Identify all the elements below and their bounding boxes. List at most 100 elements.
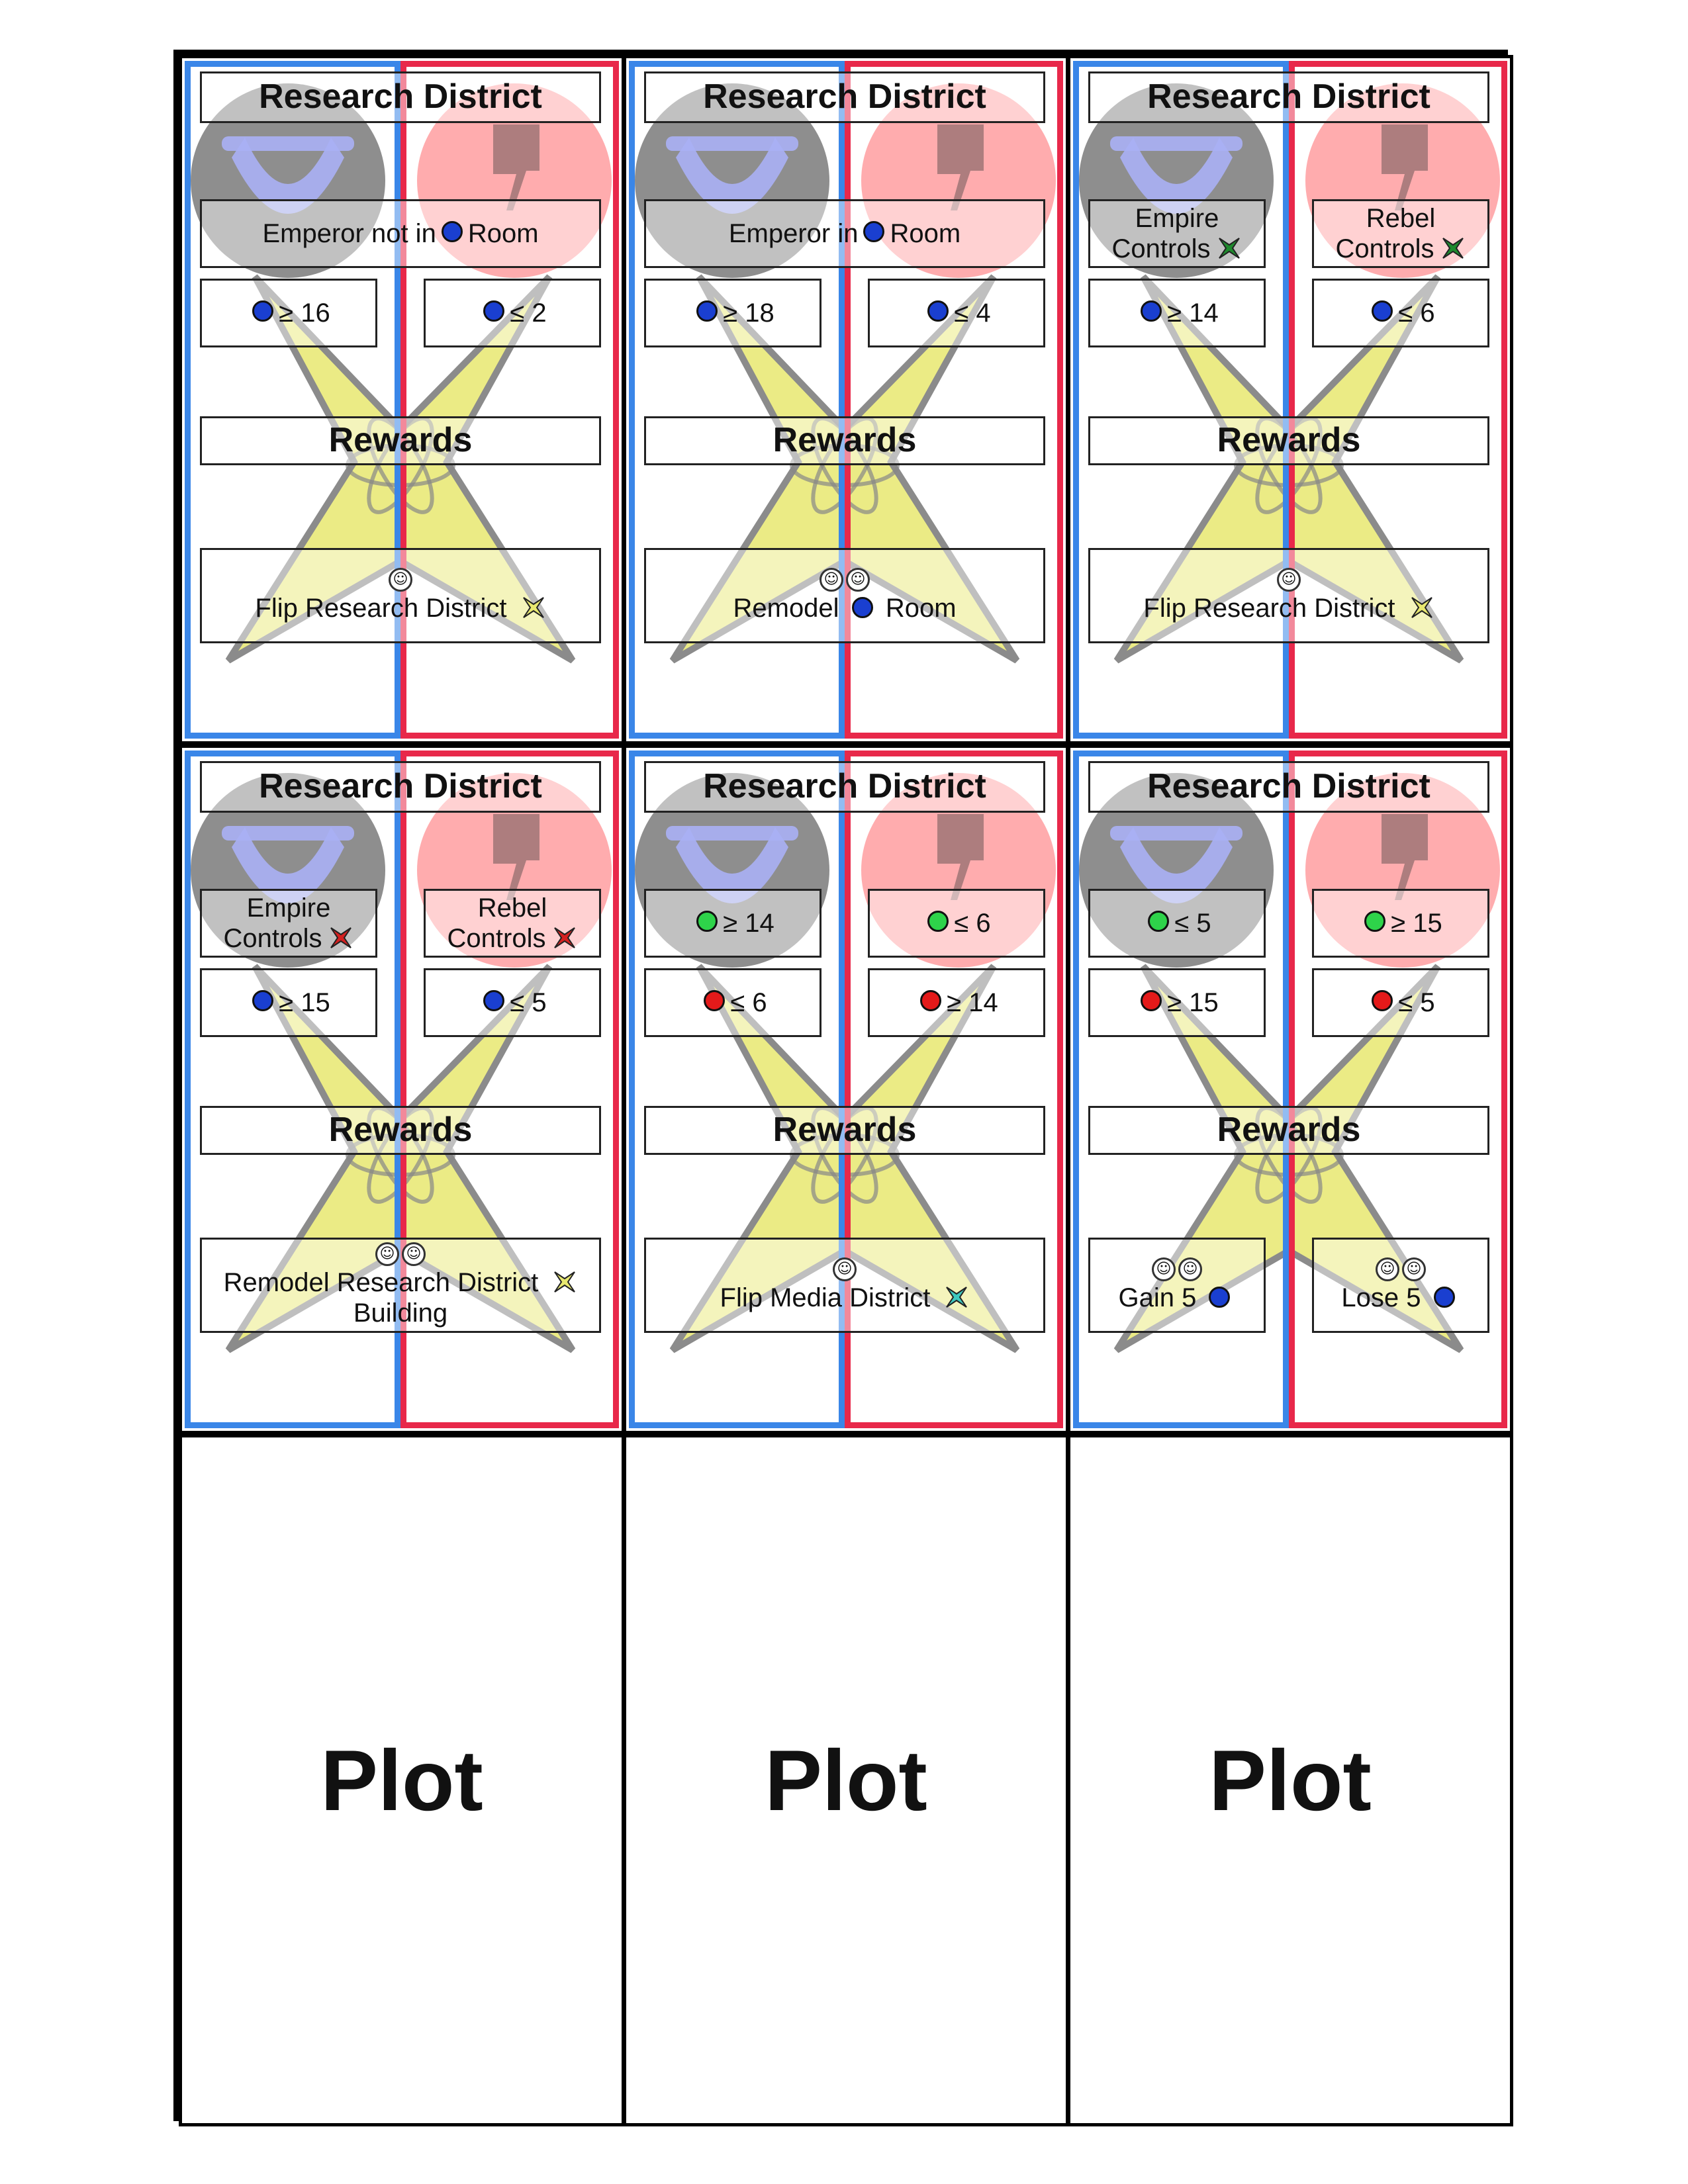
- card-title: Research District: [200, 761, 601, 813]
- rebel-requirement: ≤ 6: [1312, 279, 1489, 347]
- eye-resource-icon: [851, 597, 873, 619]
- money-resource-icon: [1364, 911, 1386, 932]
- mission-card-3[interactable]: Research District Empire Controls Rebel …: [1067, 55, 1513, 745]
- agent-icon: ☺: [1178, 1257, 1202, 1281]
- eye-resource-icon: [863, 221, 885, 242]
- empire-half: [1073, 61, 1289, 739]
- plot-label: Plot: [320, 1732, 483, 1829]
- agent-icon: ☺: [388, 568, 412, 592]
- requirement-value: ≥ 14: [947, 988, 998, 1017]
- requirement-value: ≥ 15: [279, 988, 330, 1017]
- gun-resource-icon: [920, 990, 942, 1011]
- condition-line: Rebel: [477, 893, 547, 923]
- agent-icon: ☺: [401, 1242, 426, 1266]
- condition-line: Rebel: [1366, 204, 1436, 233]
- mission-card-1[interactable]: Research District Emperor not in Room ≥ …: [179, 55, 625, 745]
- gun-resource-icon: [1372, 990, 1393, 1011]
- rebel-half: [400, 61, 619, 739]
- card-title: Research District: [644, 71, 1045, 123]
- red-district-token-icon: [330, 927, 352, 949]
- condition-line: Empire: [246, 893, 331, 923]
- eye-resource-icon: [927, 300, 949, 322]
- green-district-token-icon: [1442, 238, 1464, 259]
- requirement-value: ≤ 2: [510, 298, 547, 328]
- reward-text-line2: Building: [353, 1298, 448, 1328]
- rewards-header: Rewards: [1088, 1106, 1489, 1155]
- requirement-value: ≥ 18: [723, 298, 774, 328]
- requirement-value: ≥ 15: [1167, 988, 1219, 1017]
- card-title: Research District: [644, 761, 1045, 813]
- rebel-requirement: ≤ 4: [868, 279, 1045, 347]
- condition-line: Controls: [447, 924, 546, 953]
- agent-icon: ☺: [1151, 1257, 1176, 1281]
- requirement-value: ≤ 6: [730, 988, 767, 1017]
- empire-half: [629, 751, 845, 1428]
- research-district-token-icon: [522, 597, 544, 619]
- reward-suffix: Room: [885, 594, 957, 623]
- requirement-value: ≥ 14: [1167, 298, 1219, 328]
- eye-resource-icon: [483, 300, 505, 322]
- condition-line: Controls: [1111, 234, 1211, 263]
- empire-requirement: ≤ 6: [644, 968, 821, 1037]
- condition-value: ≤ 5: [1174, 909, 1211, 938]
- green-district-token-icon: [1219, 238, 1241, 259]
- card-sheet: Research District Emperor not in Room ≥ …: [173, 50, 1513, 2126]
- reward-text: Remodel Research District: [223, 1268, 539, 1297]
- requirement-value: ≤ 5: [510, 988, 547, 1017]
- mission-card-5[interactable]: Research District ≥ 14 ≤ 6 ≤ 6 ≥ 14 Rewa…: [623, 745, 1069, 1434]
- plot-card-3[interactable]: Plot: [1067, 1434, 1513, 2126]
- eye-resource-icon: [1141, 300, 1162, 322]
- rewards-header: Rewards: [644, 1106, 1045, 1155]
- condition-box: Emperor not in Room: [200, 199, 601, 268]
- eye-resource-icon: [696, 300, 718, 322]
- plot-card-1[interactable]: Plot: [179, 1434, 625, 2126]
- condition-box: Emperor in Room: [644, 199, 1045, 268]
- requirement-value: ≥ 16: [279, 298, 330, 328]
- condition-text: Emperor not in: [262, 219, 436, 248]
- rebel-condition: ≥ 15: [1312, 889, 1489, 958]
- rewards-header: Rewards: [200, 1106, 601, 1155]
- reward-box: ☺ Flip Research District: [1088, 548, 1489, 643]
- mission-card-6[interactable]: Research District ≤ 5 ≥ 15 ≥ 15 ≤ 5 Rewa…: [1067, 745, 1513, 1434]
- research-district-token-icon: [1411, 597, 1432, 619]
- media-district-token-icon: [946, 1287, 968, 1308]
- reward-text: Gain 5: [1118, 1283, 1197, 1312]
- agent-icon: ☺: [1276, 568, 1301, 592]
- reward-text: Flip Media District: [720, 1283, 931, 1312]
- mission-card-4[interactable]: Research District Empire Controls Rebel …: [179, 745, 625, 1434]
- empire-condition: ≤ 5: [1088, 889, 1266, 958]
- condition-line: Empire: [1135, 204, 1219, 233]
- rewards-header: Rewards: [200, 416, 601, 465]
- rewards-header: Rewards: [1088, 416, 1489, 465]
- rebel-requirement: ≤ 5: [1312, 968, 1489, 1037]
- mission-card-2[interactable]: Research District Emperor in Room ≥ 18 ≤…: [623, 55, 1069, 745]
- rebel-half: [845, 751, 1063, 1428]
- rebel-half: [400, 751, 619, 1428]
- rebel-condition: Rebel Controls: [424, 889, 601, 958]
- eye-resource-icon: [1433, 1287, 1455, 1308]
- condition-suffix: Room: [890, 219, 961, 248]
- rebel-requirement: ≥ 14: [868, 968, 1045, 1037]
- plot-label: Plot: [765, 1732, 927, 1829]
- rebel-requirement: ≤ 2: [424, 279, 601, 347]
- requirement-value: ≤ 6: [1398, 298, 1435, 328]
- research-district-token-icon: [554, 1271, 576, 1293]
- agent-icon: ☺: [1375, 1257, 1399, 1281]
- rebel-half: [1289, 751, 1507, 1428]
- card-title: Research District: [1088, 71, 1489, 123]
- rebel-condition: Rebel Controls: [1312, 199, 1489, 268]
- condition-line: Controls: [223, 924, 322, 953]
- reward-box: ☺ ☺ Remodel Research District Building: [200, 1238, 601, 1333]
- plot-card-2[interactable]: Plot: [623, 1434, 1069, 2126]
- card-title: Research District: [200, 71, 601, 123]
- eye-resource-icon: [252, 990, 274, 1011]
- reward-text: Lose 5: [1341, 1283, 1421, 1312]
- condition-value: ≥ 14: [723, 909, 774, 938]
- condition-suffix: Room: [467, 219, 539, 248]
- reward-text: Remodel: [733, 594, 839, 623]
- rebel-half: [845, 61, 1063, 739]
- condition-line: Controls: [1335, 234, 1434, 263]
- card-title: Research District: [1088, 761, 1489, 813]
- rebel-reward-box: ☺ ☺ Lose 5: [1312, 1238, 1489, 1333]
- empire-condition: Empire Controls: [1088, 199, 1266, 268]
